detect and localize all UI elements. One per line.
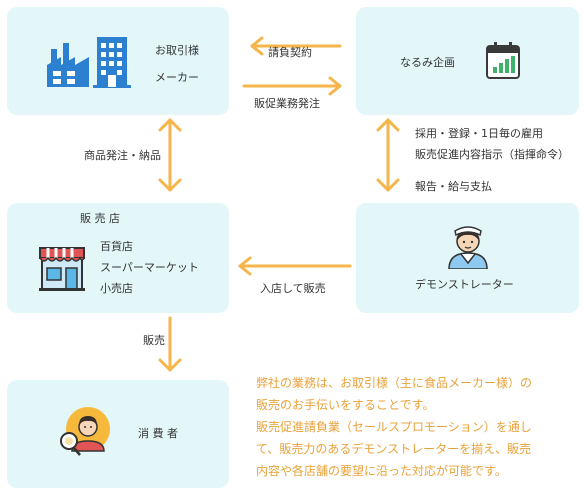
description-line-2: 販売のお手伝いをすることです。 (256, 398, 435, 412)
client-label-2: メーカー (155, 71, 199, 84)
consumer-name: 消 費 者 (138, 427, 178, 440)
sale-label: 販売 (143, 334, 165, 347)
description-line-1: 弊社の業務は、お取引様（主に食品メーカー様）の (256, 376, 533, 390)
demonstrator-name: デモンストレーター (415, 278, 514, 291)
instore-label: 入店して販売 (260, 282, 326, 295)
description-line-4: て、販売力のあるデモンストレーターを揃え、販売 (256, 442, 532, 456)
contract-label: 請負契約 (268, 46, 312, 59)
promo-order-label: 販促業務発注 (254, 97, 320, 110)
retail-item-2: スーパーマーケット (100, 261, 199, 274)
report-label: 報告・給与支払 (415, 180, 492, 193)
factory-icon (45, 35, 133, 93)
description-line-3: 販売促進請負業（セールスプロモーション）を通し (256, 420, 532, 434)
company-name: なるみ企画 (400, 56, 455, 69)
hiring-label-2: 販売促進内容指示（指揮命令） (415, 148, 569, 161)
description-line-5: 内容や各店舗の要望に沿った対応が可能です。 (256, 464, 507, 478)
retail-item-1: 百貨店 (100, 240, 133, 253)
retail-title: 販 売 店 (80, 212, 120, 225)
company-box (356, 7, 579, 115)
consumer-icon (58, 405, 116, 461)
chart-board-icon (485, 40, 521, 84)
retail-item-3: 小売店 (100, 282, 133, 295)
shop-icon (38, 244, 86, 296)
company-description: 弊社の業務は、お取引様（主に食品メーカー様）の 販売のお手伝いをすることです。 … (256, 372, 580, 482)
order-delivery-label: 商品発注・納品 (84, 149, 161, 162)
demonstrator-icon (447, 223, 489, 273)
client-label-1: お取引様 (155, 44, 199, 57)
hiring-label-1: 採用・登録・1日毎の雇用 (415, 127, 543, 140)
consumer-box (7, 380, 229, 488)
